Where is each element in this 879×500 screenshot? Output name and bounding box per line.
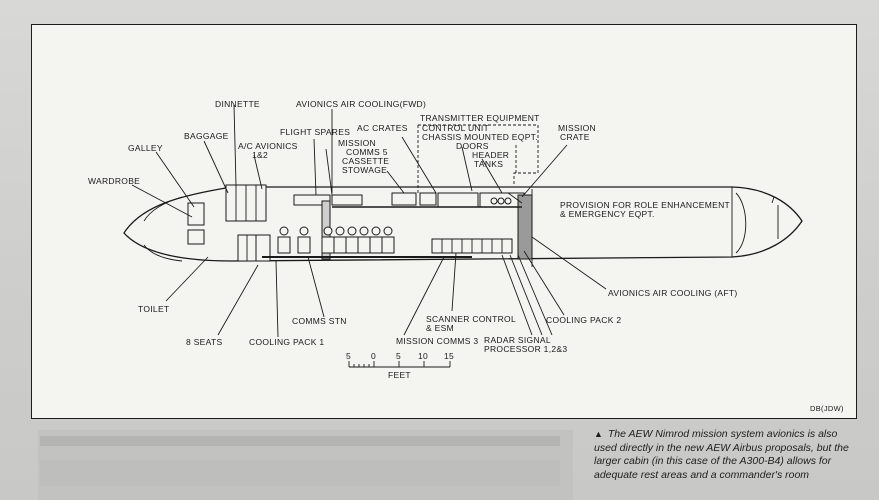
seat-icon xyxy=(335,226,345,236)
label-mission-comms5-line2: COMMS 5 xyxy=(346,147,388,157)
label-control-unit: CONTROL UNIT xyxy=(422,123,489,133)
faded-text-line xyxy=(40,436,560,446)
label-wardrobe: WARDROBE xyxy=(88,176,140,186)
seat-icon xyxy=(323,226,333,236)
seat-icon xyxy=(347,226,357,236)
caption-text: The AEW Nimrod mission system avionics i… xyxy=(594,428,849,481)
label-provision-line2: & EMERGENCY EQPT. xyxy=(560,209,655,219)
label-ac-avionics-line1: A/C AVIONICS xyxy=(238,141,298,151)
diagram-frame: 5 0 5 10 15 FEET DINNETTE AVIONICS AIR C… xyxy=(31,24,857,419)
console-unit xyxy=(345,236,359,254)
label-comms-stn: COMMS STN xyxy=(292,316,347,326)
scale-tick-label: 0 xyxy=(371,351,376,361)
label-ac-crates: AC CRATES xyxy=(357,123,408,133)
seat-icon xyxy=(279,226,289,236)
scale-tick-label: 15 xyxy=(444,351,454,361)
label-doors: DOORS xyxy=(456,141,489,151)
label-eight-seats: 8 SEATS xyxy=(186,337,222,347)
console-unit xyxy=(357,236,371,254)
console-seats xyxy=(277,226,395,254)
callout-labels: DINNETTE AVIONICS AIR COOLING(FWD) TRANS… xyxy=(88,99,844,413)
label-cooling-pack1: COOLING PACK 1 xyxy=(249,337,324,347)
radar-consoles xyxy=(431,197,513,254)
caption-marker-icon: ▲ xyxy=(594,429,603,439)
label-scanner-control-line1: SCANNER CONTROL xyxy=(426,314,516,324)
label-cooling-pack2: COOLING PACK 2 xyxy=(546,315,621,325)
leader-lines xyxy=(131,104,607,338)
label-baggage: BAGGAGE xyxy=(184,131,229,141)
transmitter-box xyxy=(417,124,539,193)
seat-icon xyxy=(371,226,381,236)
console-unit xyxy=(277,236,291,254)
label-galley: GALLEY xyxy=(128,143,163,153)
label-header-tanks-line1: HEADER xyxy=(472,150,509,160)
scale-bar: 5 0 5 10 15 FEET xyxy=(346,351,454,380)
faded-text-block xyxy=(40,460,560,486)
seat-icon xyxy=(299,226,309,236)
label-transmitter-equipment: TRANSMITTER EQUIPMENT xyxy=(420,113,540,123)
label-scanner-control-line2: & ESM xyxy=(426,323,454,333)
label-chassis-mounted: CHASSIS MOUNTED EQPT. xyxy=(422,132,538,142)
scale-tick-label: 10 xyxy=(418,351,428,361)
console-unit xyxy=(333,236,347,254)
scale-unit: FEET xyxy=(388,370,411,380)
label-avionics-cooling-aft: AVIONICS AIR COOLING (AFT) xyxy=(608,288,738,298)
figure-caption: ▲ The AEW Nimrod mission system avionics… xyxy=(594,428,859,482)
console-unit xyxy=(321,236,335,254)
label-radar-signal-line1: RADAR SIGNAL xyxy=(484,335,551,345)
label-cassette-line1: CASSETTE xyxy=(342,156,389,166)
label-mission-crate-line2: CRATE xyxy=(560,132,590,142)
cabin-layout-diagram: 5 0 5 10 15 FEET DINNETTE AVIONICS AIR C… xyxy=(88,99,844,413)
console-unit xyxy=(297,236,311,254)
label-ac-avionics-line2: 1&2 xyxy=(252,150,268,160)
label-flight-spares: FLIGHT SPARES xyxy=(280,127,350,137)
forward-compartments xyxy=(187,184,271,262)
label-header-tanks-line2: TANKS xyxy=(474,159,503,169)
label-mission-comms3: MISSION COMMS 3 xyxy=(396,336,478,346)
label-mission-crate-line1: MISSION xyxy=(558,123,596,133)
console-unit xyxy=(381,236,395,254)
console-unit xyxy=(369,236,383,254)
label-toilet: TOILET xyxy=(138,304,169,314)
scale-tick-label: 5 xyxy=(346,351,351,361)
label-provision-line1: PROVISION FOR ROLE ENHANCEMENT xyxy=(560,200,730,210)
seat-icon xyxy=(359,226,369,236)
label-mission-comms5-line1: MISSION xyxy=(338,138,376,148)
credit-label: DB(JDW) xyxy=(810,404,844,413)
scale-tick-label: 5 xyxy=(396,351,401,361)
label-dinnette: DINNETTE xyxy=(215,99,260,109)
label-avionics-cooling-fwd: AVIONICS AIR COOLING(FWD) xyxy=(296,99,426,109)
label-cassette-line2: STOWAGE xyxy=(342,165,387,175)
seat-icon xyxy=(383,226,393,236)
fuselage xyxy=(123,186,803,267)
label-radar-signal-line2: PROCESSOR 1,2&3 xyxy=(484,344,567,354)
